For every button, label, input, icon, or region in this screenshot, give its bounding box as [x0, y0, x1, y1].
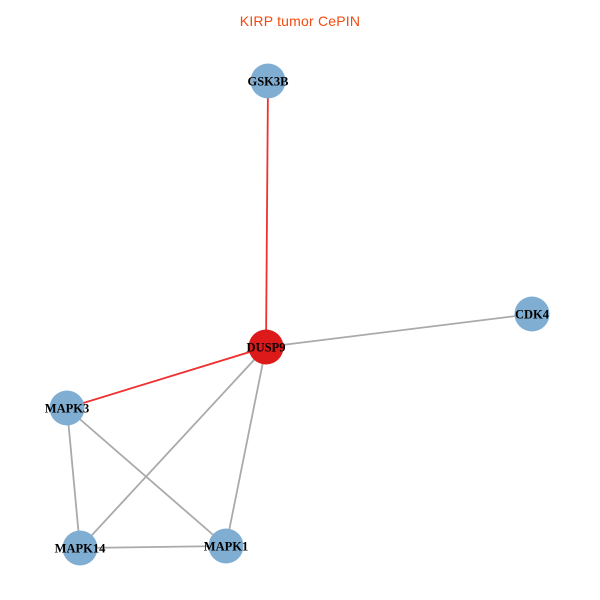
node-GSK3B — [250, 63, 286, 99]
plot-title: KIRP tumor CePIN — [239, 13, 361, 29]
node-MAPK1 — [208, 528, 244, 564]
node-DUSP9 — [248, 329, 284, 365]
edge-DUSP9-MAPK3 — [66, 346, 267, 409]
node-label-CDK4: CDK4 — [515, 308, 550, 322]
node-MAPK14 — [62, 530, 98, 566]
node-CDK4 — [514, 296, 550, 332]
edge-MAPK3-MAPK14 — [66, 407, 81, 549]
edge-MAPK14-MAPK1 — [79, 545, 227, 549]
edge-DUSP9-MAPK14 — [79, 346, 267, 549]
edge-GSK3B-DUSP9 — [265, 80, 269, 348]
node-MAPK3 — [49, 390, 85, 426]
node-label-MAPK3: MAPK3 — [45, 402, 89, 416]
node-label-MAPK1: MAPK1 — [204, 540, 248, 554]
node-label-MAPK14: MAPK14 — [55, 542, 106, 556]
edge-DUSP9-MAPK1 — [225, 346, 267, 547]
edge-MAPK3-MAPK1 — [66, 407, 227, 547]
node-label-GSK3B: GSK3B — [248, 75, 289, 89]
node-label-DUSP9: DUSP9 — [247, 341, 286, 355]
edge-DUSP9-CDK4 — [265, 313, 533, 348]
